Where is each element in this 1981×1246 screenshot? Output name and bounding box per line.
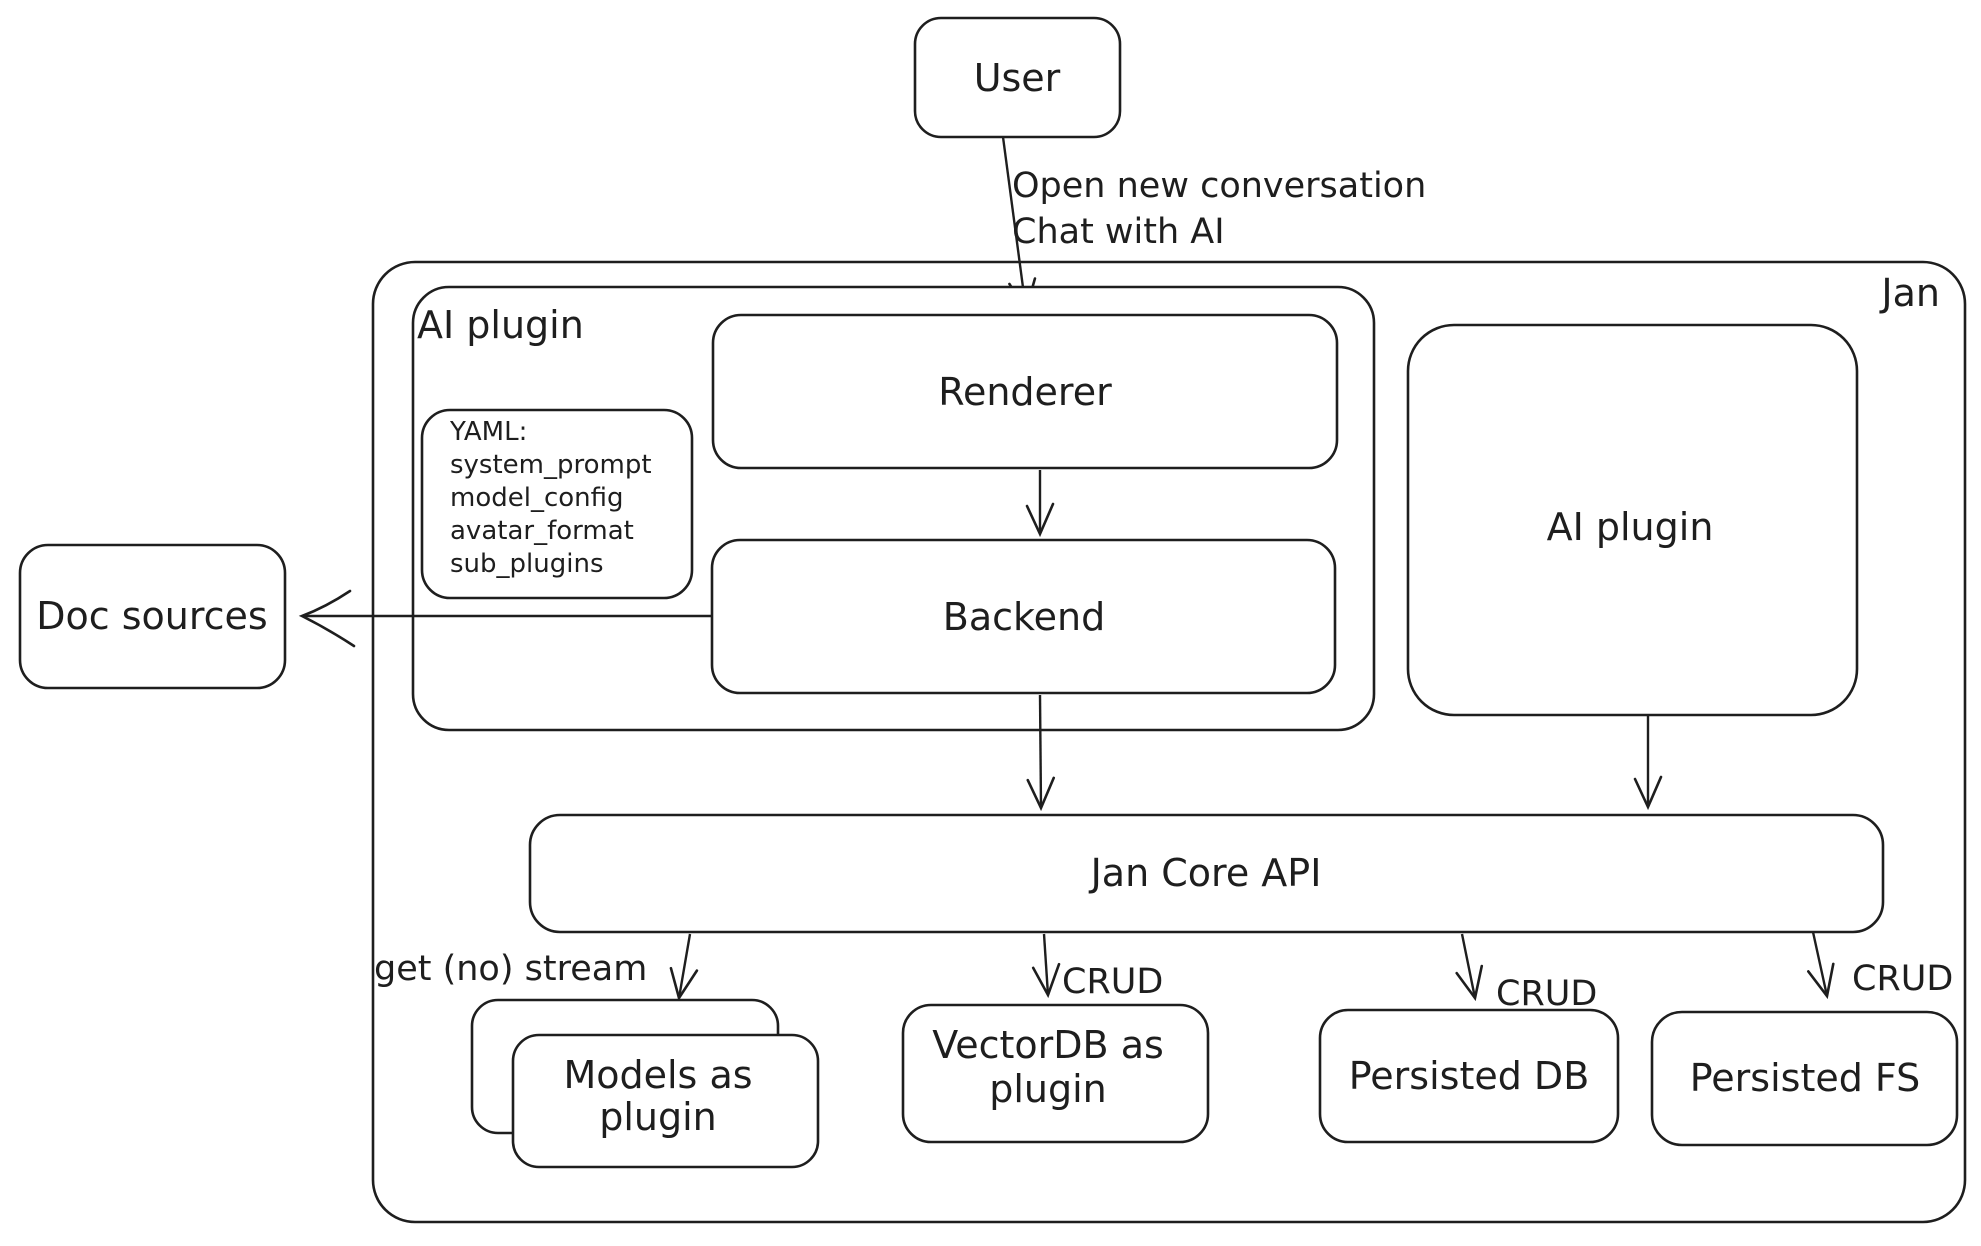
vectordb-as-plugin-label-line2: plugin <box>989 1067 1107 1111</box>
edge-label-crud-persisted-db: CRUD <box>1496 974 1597 1014</box>
yaml-note-line1: YAML: <box>449 417 527 447</box>
models-as-plugin-node-front <box>511 1033 820 1169</box>
renderer-node-label: Renderer <box>938 370 1112 414</box>
yaml-note-line2: system_prompt <box>450 450 652 480</box>
models-as-plugin-label-line1: Models as <box>563 1053 752 1097</box>
doc-sources-node-label: Doc sources <box>36 594 267 638</box>
edge-core-to-vectordb <box>1031 933 1061 999</box>
jan-core-api-node <box>528 813 1885 934</box>
models-as-plugin-label-line2: plugin <box>599 1095 717 1139</box>
edge-core-to-models <box>669 933 699 1002</box>
persisted-fs-label: Persisted FS <box>1690 1056 1921 1100</box>
jan-container-label: Jan <box>1879 271 1940 315</box>
yaml-note-line5: sub_plugins <box>450 549 604 579</box>
edge-label-crud-vectordb: CRUD <box>1062 962 1163 1002</box>
edge-core-to-persisted-fs <box>1807 931 1835 1000</box>
yaml-note-box <box>420 408 694 600</box>
edge-backend-to-core <box>1026 694 1056 812</box>
ai-plugin-right-node <box>1406 323 1859 717</box>
persisted-fs-node <box>1650 1010 1959 1147</box>
edge-user-label-line1: Open new conversation <box>1012 166 1426 206</box>
user-node-label: User <box>974 56 1061 100</box>
vectordb-as-plugin-node <box>901 1003 1210 1144</box>
ai-plugin-left-label: AI plugin <box>417 303 584 347</box>
doc-sources-node <box>18 543 287 690</box>
edge-core-to-persisted-db <box>1455 933 1484 1002</box>
vectordb-as-plugin-label-line1: VectorDB as <box>932 1023 1164 1067</box>
persisted-db-node <box>1318 1008 1620 1144</box>
jan-core-api-label: Jan Core API <box>1089 851 1322 895</box>
yaml-note-line4: avatar_format <box>450 516 634 546</box>
edge-user-to-renderer <box>1001 136 1037 314</box>
renderer-node <box>711 313 1339 470</box>
edge-label-get-no-stream: get (no) stream <box>374 949 647 989</box>
persisted-db-label: Persisted DB <box>1349 1054 1590 1098</box>
yaml-note-line3: model_config <box>450 483 624 513</box>
ai-plugin-right-label: AI plugin <box>1547 505 1714 549</box>
user-node <box>913 16 1122 139</box>
backend-node-label: Backend <box>943 595 1105 639</box>
edge-label-crud-persisted-fs: CRUD <box>1852 959 1953 999</box>
edge-user-label-line2: Chat with AI <box>1012 212 1225 252</box>
